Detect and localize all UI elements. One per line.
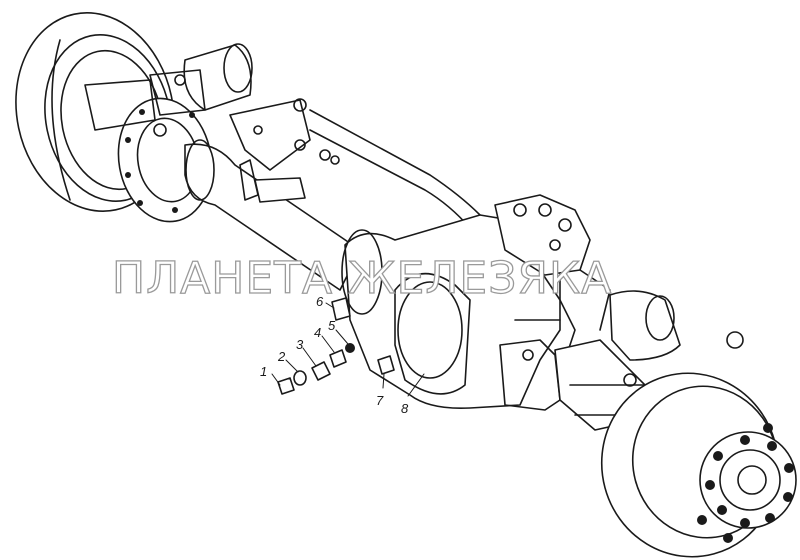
left-brake-chamber xyxy=(84,43,253,137)
differential-carrier xyxy=(494,194,611,361)
leader-lines xyxy=(271,302,425,397)
callout-3: 3 xyxy=(296,337,304,352)
right-wheel-hub xyxy=(697,423,797,543)
callout-8: 8 xyxy=(401,401,409,416)
callout-1: 1 xyxy=(260,364,267,379)
left-axle-tube xyxy=(184,98,361,291)
callout-7: 7 xyxy=(376,393,384,408)
part-2-washer xyxy=(293,370,307,386)
callout-6: 6 xyxy=(316,294,324,309)
part-1-plug xyxy=(277,377,295,395)
tie-rod xyxy=(309,109,481,229)
part-3-fitting xyxy=(311,361,331,381)
part-4-valve xyxy=(329,349,347,368)
part-5-cap xyxy=(345,343,355,353)
axle-housing xyxy=(341,214,561,411)
part-7-plug xyxy=(377,355,395,375)
watermark-text: ПЛАНЕТА ЖЕЛЕЗЯКА xyxy=(112,253,612,304)
part-6-breather xyxy=(331,297,351,321)
callout-4: 4 xyxy=(314,325,321,340)
callout-2: 2 xyxy=(277,349,286,364)
right-brake-chamber xyxy=(609,290,744,387)
callout-5: 5 xyxy=(328,318,336,333)
